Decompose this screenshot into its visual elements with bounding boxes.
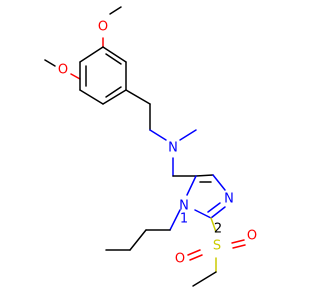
bond-ring-6 — [79, 46, 104, 63]
atom-n-ring-top: N — [224, 192, 234, 207]
bond-ring-3 — [102, 89, 127, 105]
bond-c2-s — [210, 217, 217, 233]
bond-imid-n1-c5 — [186, 175, 197, 196]
bond-imid-n3-c2-double — [207, 202, 221, 213]
bond-sulfonyl-ethyl — [192, 271, 217, 287]
atom-o-sulfonyl-left: O — [175, 252, 185, 267]
bond-ethyl-1 — [125, 89, 151, 105]
bond-imid-c4c5 — [195, 174, 214, 177]
bond-imid-c4-n3 — [212, 174, 226, 191]
atom-o-sulfonyl-right: O — [247, 229, 257, 244]
bond-s-o-right-1 — [231, 239, 245, 244]
bond-o2-ring — [70, 73, 81, 80]
bond-n-methyl — [179, 129, 197, 141]
bond-s-o-left-2 — [189, 254, 203, 261]
bond-ring-4 — [79, 89, 104, 105]
bond-methyl-o2 — [44, 59, 56, 67]
bond-imid-c2-n1 — [194, 209, 212, 219]
molecule-canvas: O O N N N 1 2 S O O — [44, 6, 257, 287]
bond-s-o-right-2 — [232, 244, 246, 249]
bond-n1-butyl — [169, 209, 181, 231]
atom-n-amine: N — [168, 141, 178, 156]
atom-n-ring-bottom: N — [179, 199, 189, 214]
bond-ring-double-2 — [105, 86, 122, 98]
ring-locant-2: 2 — [214, 222, 222, 237]
atom-o-methoxy-top: O — [98, 20, 108, 35]
bond-ring-1 — [102, 46, 127, 63]
bond-imid-n3-c2 — [210, 206, 226, 219]
bond-ring-double-1 — [105, 53, 122, 65]
bond-methyl-o1 — [109, 6, 122, 15]
molecule-structure: O O N N N 1 2 S O O — [44, 6, 257, 287]
bond-butyl-2 — [129, 229, 147, 251]
bond-ethyl-n — [149, 129, 167, 141]
atom-s-sulfonyl: S — [213, 239, 221, 254]
bond-s-o-left-1 — [187, 249, 201, 256]
ring-locant: 1 — [180, 212, 188, 227]
atom-o-methoxy-left: O — [58, 63, 68, 78]
